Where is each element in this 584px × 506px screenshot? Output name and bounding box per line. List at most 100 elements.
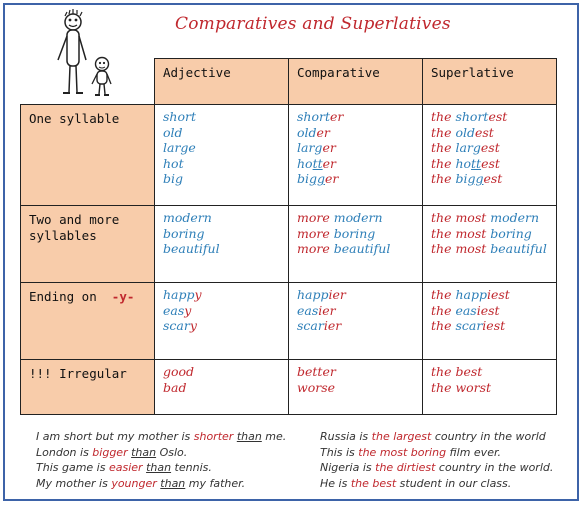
word-form: bad	[163, 380, 288, 396]
word-form: the oldest	[431, 125, 556, 141]
word-part: than	[131, 445, 157, 459]
word-form: scary	[163, 318, 288, 334]
word-part: eas	[297, 302, 319, 318]
word-form: hot	[163, 155, 184, 171]
word-form: large	[163, 140, 196, 156]
word-form: shorter	[297, 109, 422, 125]
word-part: tt	[471, 155, 482, 171]
word-part: short	[455, 109, 489, 124]
word-part: the largest	[371, 430, 432, 443]
row-label-one-syllable: One syllable	[20, 104, 155, 206]
word-part: more	[297, 210, 334, 225]
word-part: short	[297, 109, 330, 124]
example-sentence: This is the most boring film ever.	[320, 445, 553, 461]
word-part: bi	[455, 171, 468, 187]
word-part: bi	[297, 171, 309, 187]
word-form: the most boring	[431, 226, 556, 242]
word-form: more boring	[297, 226, 422, 242]
word-part: the	[431, 171, 456, 187]
word-part: my father.	[185, 476, 246, 490]
word-part: modern	[333, 210, 383, 225]
word-part: y	[189, 318, 197, 334]
word-form: worse	[297, 380, 422, 396]
word-part: the	[431, 318, 456, 334]
word-part: the	[431, 287, 456, 302]
word-part: This is	[320, 445, 359, 459]
word-part: the best	[431, 364, 483, 379]
word-form: larger	[297, 140, 422, 156]
word-part: London is	[36, 445, 93, 459]
examples-comparative: I am short but my mother is shorter than…	[36, 429, 286, 491]
word-part: easier	[108, 461, 143, 474]
word-part: happ	[297, 287, 329, 302]
word-part: bad	[163, 379, 187, 395]
word-part: more	[297, 241, 334, 257]
word-part: younger	[111, 476, 157, 490]
word-part: est	[488, 109, 508, 124]
word-part: beautiful	[333, 241, 391, 257]
word-part: tt	[312, 155, 323, 171]
word-part: er	[322, 155, 336, 171]
word-part: than	[160, 476, 186, 490]
word-form: hotter	[297, 156, 422, 172]
word-part: happ	[163, 287, 195, 302]
word-part: worse	[297, 379, 336, 395]
word-part: country in the world	[431, 430, 546, 443]
word-part: boring	[490, 225, 532, 241]
word-part: ho	[455, 155, 472, 171]
word-part: Oslo.	[156, 445, 188, 459]
word-part: happ	[455, 287, 487, 302]
word-part: ier	[328, 287, 346, 302]
row-label-two-syllables: Two and more syllables	[20, 205, 155, 283]
word-form: big	[163, 171, 184, 187]
word-part: good	[163, 364, 195, 379]
page-title: Comparatives and Superlatives	[175, 14, 451, 34]
word-form: modern	[163, 210, 212, 225]
stick-figures-illustration	[57, 9, 112, 96]
word-part: Nigeria is	[320, 461, 376, 474]
header-row: Adjective Comparative Superlative	[21, 58, 557, 105]
word-part: est	[480, 140, 500, 156]
word-part: er	[322, 140, 336, 156]
word-part: iest	[482, 318, 506, 334]
word-part: est	[481, 155, 500, 171]
word-form: the hottest	[431, 156, 556, 172]
word-form: bigger	[297, 171, 422, 187]
row-label-text: Ending on	[29, 289, 97, 304]
word-part: I am short but my mother is	[36, 430, 194, 443]
word-form: the largest	[431, 140, 556, 156]
empty-corner-cell	[21, 59, 155, 105]
word-form: short	[163, 109, 196, 124]
word-part: ho	[297, 155, 313, 171]
word-part: gg	[467, 171, 484, 187]
word-form: beautiful	[163, 241, 220, 257]
word-part: larg	[297, 140, 323, 156]
word-part: This game is	[36, 461, 109, 474]
word-part: better	[297, 364, 336, 379]
word-form: the scariest	[431, 318, 556, 334]
word-part: ier	[323, 318, 342, 334]
example-sentence: He is the best student in our class.	[320, 476, 553, 492]
word-form: the happiest	[431, 287, 556, 303]
word-part: me.	[261, 430, 287, 443]
word-part: eas	[455, 302, 477, 318]
word-part: old	[455, 124, 475, 140]
word-part: y	[194, 287, 202, 302]
word-part: country in the world.	[435, 461, 554, 474]
word-part: student in our class.	[396, 476, 512, 490]
word-part: est	[474, 124, 494, 140]
example-sentence: This game is easier than tennis.	[36, 460, 286, 476]
word-part: scar	[163, 318, 190, 334]
word-part: eas	[163, 302, 185, 318]
example-sentence: London is bigger than Oslo.	[36, 445, 286, 461]
